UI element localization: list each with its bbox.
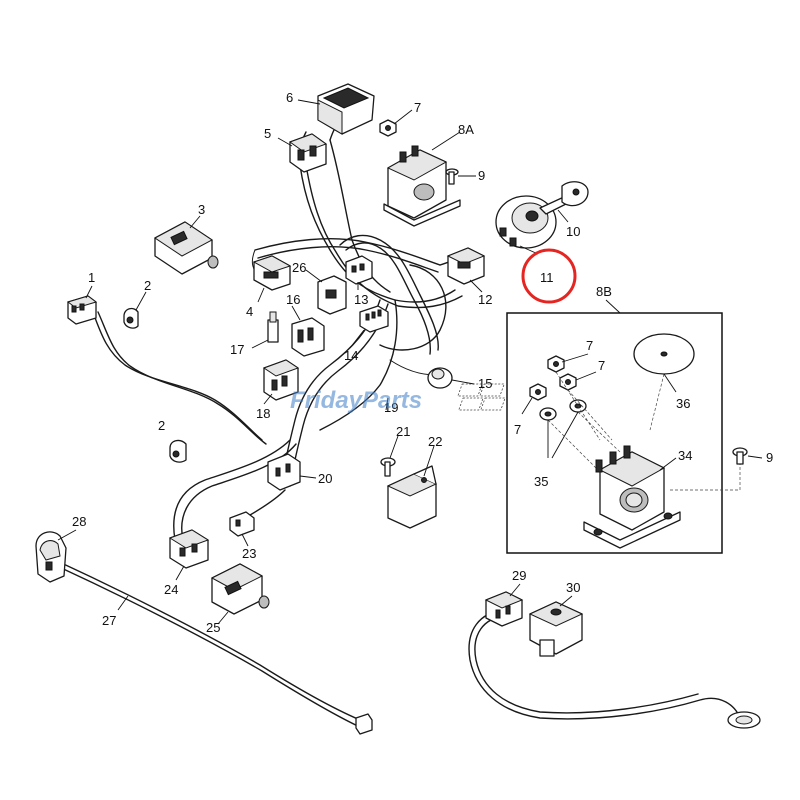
harness-wires	[91, 117, 467, 541]
callout-12: 12	[478, 292, 492, 307]
leader-lines	[57, 99, 763, 625]
connector-13	[345, 255, 373, 285]
plug-15	[427, 367, 453, 389]
callout-7: 7	[514, 422, 521, 437]
callout-7: 7	[598, 358, 605, 373]
callout-8B: 8B	[596, 284, 612, 299]
callout-16: 16	[286, 292, 300, 307]
highlight-circle	[521, 248, 577, 304]
assembly-line-36	[649, 373, 665, 431]
callout-27: 27	[102, 613, 116, 628]
callout-3: 3	[198, 202, 205, 217]
callout-30: 30	[566, 580, 580, 595]
connector-1	[66, 295, 98, 325]
key-10	[539, 181, 589, 215]
callout-17: 17	[230, 342, 244, 357]
switch-3	[154, 221, 219, 275]
callout-14: 14	[344, 348, 358, 363]
detail-8B	[457, 312, 748, 554]
callout-15: 15	[478, 376, 492, 391]
callout-28: 28	[72, 514, 86, 529]
callout-labels: 1 2 2 3 4 5 6 7 8A 9 10 11 12 13 14 15 1…	[72, 90, 773, 635]
callout-22: 22	[428, 434, 442, 449]
harness-27	[54, 559, 366, 729]
decal-squares	[457, 383, 506, 411]
screw-21	[380, 457, 396, 477]
callout-24: 24	[164, 582, 178, 597]
connector-20	[267, 453, 301, 491]
watermark-suffix: Parts	[362, 387, 422, 414]
ring-terminal	[727, 711, 761, 729]
connector-16	[291, 317, 325, 357]
nut-7-top	[379, 119, 397, 137]
watermark-prefix: Friday	[290, 387, 364, 414]
callout-6: 6	[286, 90, 293, 105]
callout-35: 35	[534, 474, 548, 489]
callout-4: 4	[246, 304, 253, 319]
callout-21: 21	[396, 424, 410, 439]
nut-7-detail-b	[559, 373, 577, 391]
callout-26: 26	[292, 260, 306, 275]
nut-7-detail-a	[547, 355, 565, 373]
callout-20: 20	[318, 471, 332, 486]
callout-25: 25	[206, 620, 220, 635]
callout-34: 34	[678, 448, 692, 463]
connector-4	[252, 255, 292, 291]
callout-36: 36	[676, 396, 690, 411]
clip-2-upper	[123, 307, 139, 329]
connector-14	[359, 305, 389, 333]
callout-11: 11	[540, 270, 554, 285]
callout-13: 13	[354, 292, 368, 307]
washer-35-a	[539, 407, 557, 421]
ignition-switch-11	[495, 195, 557, 249]
switch-28	[35, 531, 67, 583]
callout-7: 7	[414, 100, 421, 115]
washer-36	[633, 333, 695, 375]
callout-2: 2	[158, 418, 165, 433]
callout-7: 7	[586, 338, 593, 353]
watermark: FridayParts	[290, 387, 422, 414]
solenoid-34	[583, 445, 681, 549]
screw-9-top	[445, 168, 459, 185]
connector-29	[484, 591, 524, 627]
assembly-lines	[547, 371, 621, 469]
relay-22	[386, 465, 438, 529]
callout-18: 18	[256, 406, 270, 421]
switch-30	[528, 601, 584, 657]
callout-8A: 8A	[458, 122, 474, 137]
connector-23	[229, 511, 255, 537]
callout-9: 9	[766, 450, 773, 465]
callout-1: 1	[88, 270, 95, 285]
callout-19: 19	[384, 400, 398, 415]
clip-2-lower	[169, 439, 187, 463]
fuse-17	[267, 311, 279, 343]
nut-7-detail-c	[529, 383, 547, 401]
callout-5: 5	[264, 126, 271, 141]
switch-25	[210, 563, 270, 615]
switch-6	[317, 83, 375, 135]
solenoid-8A	[383, 145, 461, 227]
assembly-line-9	[670, 462, 741, 491]
connector-12	[446, 247, 486, 285]
connector-24	[168, 529, 210, 569]
callout-2: 2	[144, 278, 151, 293]
connector-27-end	[355, 713, 373, 735]
callout-23: 23	[242, 546, 256, 561]
callout-10: 10	[566, 224, 580, 239]
screw-9-detail	[732, 447, 748, 465]
detail-box	[506, 312, 723, 554]
connector-26	[317, 275, 347, 315]
connector-5	[288, 133, 328, 173]
callout-29: 29	[512, 568, 526, 583]
harness-29	[468, 609, 741, 720]
connector-18	[262, 359, 300, 401]
callout-9: 9	[478, 168, 485, 183]
